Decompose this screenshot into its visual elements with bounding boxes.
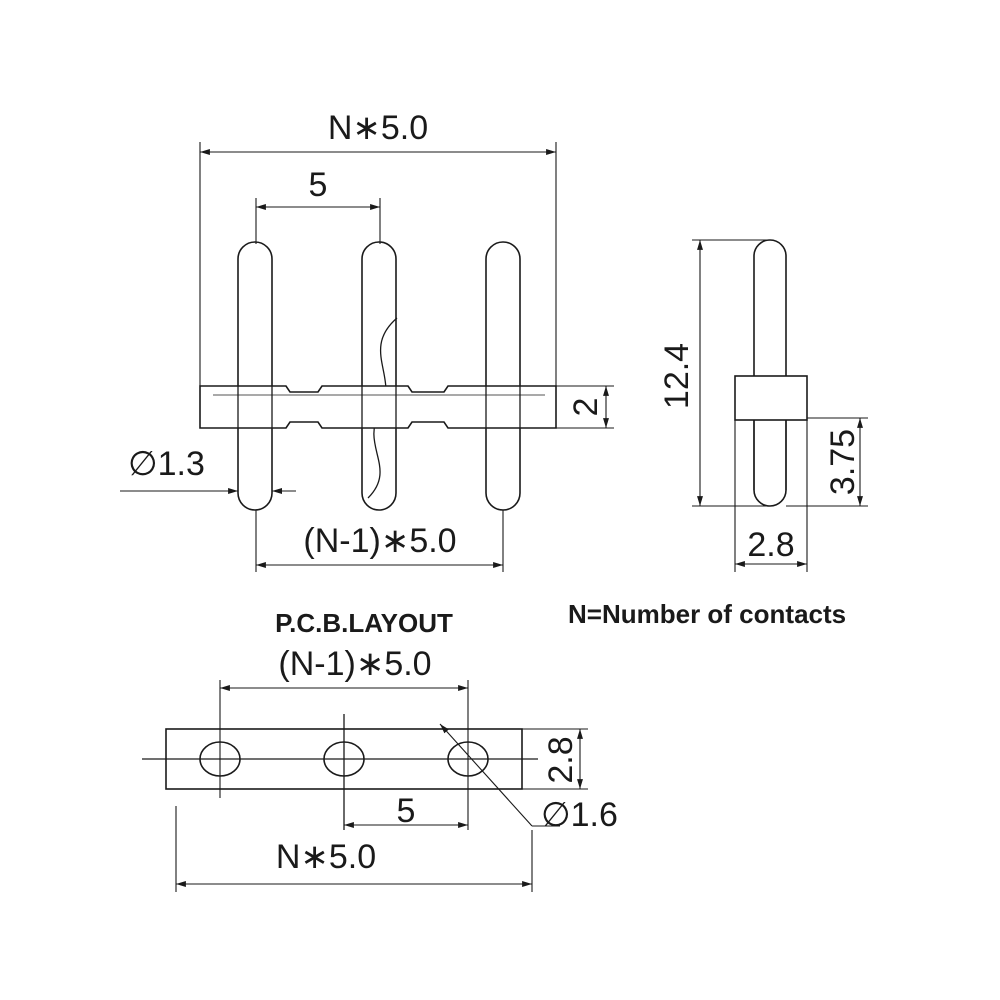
pin-1	[237, 241, 273, 511]
side-pin	[753, 239, 787, 507]
housing-strip	[199, 385, 557, 429]
front-pitch-label: 5	[309, 166, 328, 204]
pin-3	[485, 241, 521, 511]
front-view: N∗5.0 5 2 ∅1.3 (N-1)∗5.0	[120, 109, 614, 572]
contacts-note: N=Number of contacts	[568, 599, 846, 629]
front-pin-span-label: (N-1)∗5.0	[303, 522, 456, 560]
pcb-hole-diameter-label: ∅1.6	[541, 796, 618, 834]
side-lower-length-label: 3.75	[824, 429, 862, 495]
side-pin-length-label: 12.4	[658, 343, 696, 409]
pcb-hole-span-label: (N-1)∗5.0	[278, 645, 431, 683]
pcb-hole-3	[447, 741, 489, 777]
pcb-overall-width-label: N∗5.0	[276, 838, 376, 876]
pin-2	[361, 241, 397, 511]
pcb-hole-1	[199, 741, 241, 777]
front-overall-width-label: N∗5.0	[328, 109, 428, 147]
side-housing-width-label: 2.8	[747, 526, 794, 564]
front-pin-diameter-label: ∅1.3	[128, 445, 205, 483]
pcb-strip-height-label: 2.8	[542, 736, 580, 783]
pcb-pitch-label: 5	[397, 792, 416, 830]
side-view: 12.4 3.75 2.8	[658, 239, 868, 572]
pcb-title: P.C.B.LAYOUT	[275, 608, 453, 638]
front-housing-height-label: 2	[567, 398, 605, 417]
side-housing	[734, 375, 808, 421]
pcb-layout: P.C.B.LAYOUT (N-1)∗5.0 2.8 5 ∅1.6 N∗5.0	[142, 608, 618, 892]
pcb-hole-2	[323, 741, 365, 777]
